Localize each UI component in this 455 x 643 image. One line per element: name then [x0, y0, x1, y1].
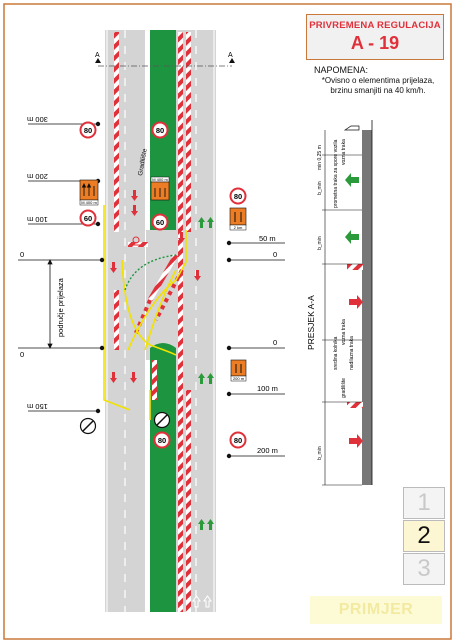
svg-text:80: 80 — [156, 126, 164, 135]
speed-sign-80-left-300: 80 — [79, 121, 97, 139]
speed-sign-80-right-low: 80 — [229, 431, 247, 449]
title-code: A - 19 — [350, 33, 400, 53]
green-arrows — [198, 217, 214, 530]
white-arrows — [192, 595, 212, 608]
dist-label-r200: 200 m — [257, 446, 278, 455]
speed-sign-80-right-top: 80 — [229, 187, 247, 205]
cross-lane-4: vozna traka — [341, 319, 347, 345]
cross-section-title: PRESJEK A-A — [306, 295, 316, 350]
svg-text:60: 60 — [84, 214, 92, 223]
road — [105, 30, 216, 612]
left-zero-bottom: 0 — [20, 350, 24, 359]
cross-section: min 0,25 m b_min b_min b_min prometna tr… — [306, 120, 373, 486]
right-leader-dots — [226, 240, 232, 459]
cross-lane-1: prometna traka za spore vozila — [333, 139, 339, 208]
section-line: A A — [95, 52, 235, 67]
speed-sign-60-left: 60 — [79, 209, 97, 227]
svg-text:2 km: 2 km — [234, 225, 243, 230]
cross-section-road — [362, 130, 372, 485]
red-arrows — [110, 190, 201, 383]
zone-label: područje prijelaza — [56, 277, 65, 337]
right-zero-bottom: 0 — [273, 338, 277, 347]
svg-text:80: 80 — [158, 436, 166, 445]
dist-label-100: 100 m — [27, 215, 48, 224]
dist-label-200: 200 m — [27, 172, 48, 181]
orange-sign-median: M 400 m — [150, 176, 170, 201]
svg-text:60: 60 — [156, 218, 164, 227]
svg-text:80: 80 — [234, 436, 242, 445]
orange-sign-right-bottom: 200 m — [230, 359, 247, 382]
svg-text:M 400 m: M 400 m — [152, 177, 168, 182]
title-line1: PRIVREMENA REGULACIJA — [309, 20, 441, 31]
cross-arrow-red-2 — [349, 434, 363, 448]
yellow-lines — [103, 205, 187, 420]
left-distance-leaders — [18, 123, 102, 412]
cross-barrier-bottom — [347, 402, 363, 408]
cross-barrier-top — [347, 264, 363, 270]
bmin-2: b_min — [317, 236, 323, 250]
left-leader-dots — [95, 121, 105, 414]
svg-text:200 m: 200 m — [233, 376, 245, 381]
page-number-2[interactable]: 2 — [403, 520, 445, 552]
lane-arrows — [110, 190, 214, 608]
right-zero-top: 0 — [273, 250, 277, 259]
sheet-frame — [3, 3, 452, 640]
vehicle-icon — [343, 125, 360, 131]
note-heading: NAPOMENA: — [314, 65, 369, 75]
cross-lane-5: nadilazna traka — [349, 336, 355, 370]
end-restriction-sign-median — [153, 411, 171, 429]
barrier-left-upper — [114, 32, 119, 232]
note-line2: brzinu smanjiti na 40 km/h. — [330, 86, 426, 95]
cross-arrow-red-1 — [349, 295, 363, 309]
cross-arrow-green-2 — [345, 230, 359, 244]
page-number-1[interactable]: 1 — [403, 487, 445, 519]
orange-sign-left: M 400 m — [79, 179, 99, 206]
barrier-right-long — [178, 32, 183, 612]
dist-label-r50: 50 m — [259, 234, 276, 243]
speed-sign-80-median-low: 80 — [153, 431, 171, 449]
left-zero-top: 0 — [20, 250, 24, 259]
note-block: NAPOMENA: *Ovisno o elementima prijelaza… — [314, 65, 442, 96]
cross-worksite: gradilište — [341, 378, 347, 398]
page-number-3[interactable]: 3 — [403, 553, 445, 585]
speed-signs: 80 80 60 60 80 80 80 — [79, 121, 247, 449]
section-marker-left: A — [95, 52, 100, 59]
worksite-label: Gradilište — [137, 148, 149, 177]
svg-text:80: 80 — [84, 126, 92, 135]
dist-label-150: 150 m — [27, 402, 48, 411]
warning-lamp-icon — [130, 236, 142, 246]
svg-text:M 400 m: M 400 m — [81, 200, 97, 205]
bmin-1: b_min — [317, 181, 323, 195]
speed-sign-80-median: 80 — [151, 121, 169, 139]
cross-lane-3: sredina kolnika — [333, 336, 339, 370]
cross-arrow-green-1 — [345, 173, 359, 187]
dist-label-r100: 100 m — [257, 384, 278, 393]
min-label: min 0,25 m — [317, 145, 323, 170]
end-restriction-sign-left — [79, 417, 97, 435]
speed-sign-60-median: 60 — [151, 213, 169, 231]
orange-signs: M 400 m M 400 m 2 km 200 m — [79, 176, 247, 382]
right-distance-leaders — [229, 242, 285, 457]
orange-sign-right-top: 2 km — [229, 207, 247, 231]
section-marker-right: A — [228, 52, 233, 59]
title-box: PRIVREMENA REGULACIJA A - 19 — [306, 14, 444, 60]
cross-arrows — [345, 173, 363, 448]
watermark-primjer: PRIMJER — [310, 596, 442, 624]
note-line1: *Ovisno o elementima prijelaza, — [321, 76, 435, 85]
svg-text:80: 80 — [234, 192, 242, 201]
dist-label-300: 300 m — [27, 115, 48, 124]
cross-lane-2: vozna traka — [341, 139, 347, 165]
bmin-3: b_min — [317, 446, 323, 460]
